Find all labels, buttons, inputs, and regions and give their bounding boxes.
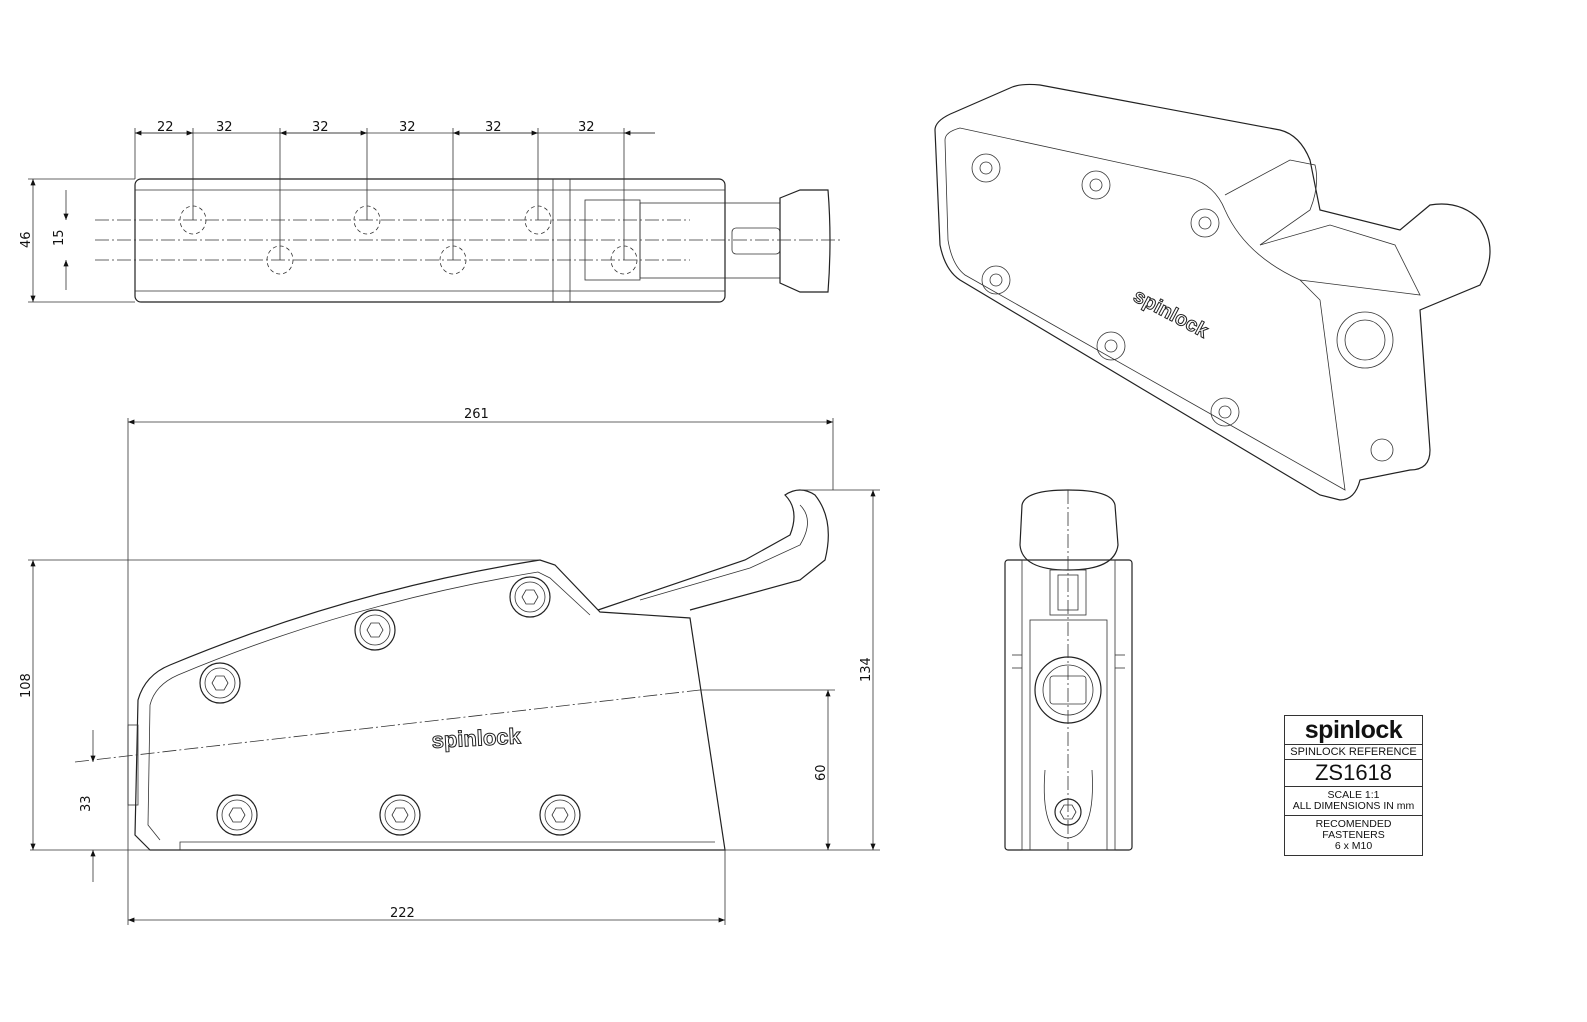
reference-label: SPINLOCK REFERENCE bbox=[1285, 745, 1422, 760]
dim-row-spacing: 15 bbox=[52, 229, 67, 246]
dim-line-height-exit: 60 bbox=[814, 764, 829, 781]
dim-line-height-entry: 33 bbox=[79, 795, 94, 812]
dim-pitch: 32 bbox=[216, 120, 233, 135]
dim-width: 46 bbox=[19, 231, 34, 248]
title-block: spinlock SPINLOCK REFERENCE ZS1618 SCALE… bbox=[1284, 715, 1423, 856]
scale: SCALE 1:1 bbox=[1327, 789, 1380, 801]
bolt-heads bbox=[199, 576, 581, 836]
dim-base-length: 222 bbox=[390, 906, 415, 921]
title-block-brand: spinlock bbox=[1285, 716, 1422, 745]
units: ALL DIMENSIONS IN mm bbox=[1292, 800, 1415, 812]
dim-pitch: 32 bbox=[399, 120, 416, 135]
dim-pitch: 32 bbox=[485, 120, 502, 135]
fasteners: RECOMENDED FASTENERS 6 x M10 bbox=[1285, 816, 1422, 855]
iso-view-logo: spinlock bbox=[1130, 285, 1213, 343]
front-knob bbox=[1019, 489, 1119, 571]
dim-pitch: 32 bbox=[312, 120, 329, 135]
reference-number: ZS1618 bbox=[1285, 760, 1422, 787]
dim-pitch: 32 bbox=[578, 120, 595, 135]
cleat-knob bbox=[779, 189, 831, 293]
scale-units: SCALE 1:1 ALL DIMENSIONS IN mm bbox=[1285, 787, 1422, 816]
dim-overall-length: 261 bbox=[464, 407, 489, 422]
side-view-logo: spinlock bbox=[431, 723, 522, 753]
top-view: 22 32 32 32 32 32 46 15 bbox=[19, 120, 840, 303]
cleat-lever bbox=[597, 489, 829, 611]
iso-view: spinlock bbox=[934, 83, 1491, 501]
front-view bbox=[1004, 489, 1133, 851]
dim-body-height: 108 bbox=[19, 673, 34, 698]
fasteners-value: 6 x M10 bbox=[1334, 840, 1373, 852]
dim-overall-height: 134 bbox=[859, 657, 874, 682]
side-view: spinlock 261 134 108 60 33 222 bbox=[19, 407, 880, 925]
dim-pitch-first: 22 bbox=[157, 120, 174, 135]
fasteners-label: RECOMENDED FASTENERS bbox=[1315, 818, 1392, 841]
iso-bolts bbox=[971, 153, 1240, 427]
